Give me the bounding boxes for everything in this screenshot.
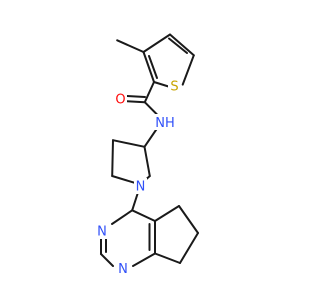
bond-pyr-c4-c5	[111, 139, 114, 177]
pyrimidine-n1-label: N	[118, 262, 128, 277]
bond-pm-c2-n1	[100, 253, 114, 267]
bond-pyr-c3-c4	[112, 139, 146, 148]
label-bg-s	[168, 78, 181, 93]
bond-c5-c4	[169, 33, 195, 57]
label-bg-n-pyrrolidine	[134, 178, 147, 194]
bond-c2-s	[153, 81, 170, 88]
pyrrolidine-n-label: N	[136, 180, 146, 195]
amide-nh-label: NH	[155, 116, 175, 131]
oxygen-atom-label: O	[115, 93, 125, 108]
sulfur-atom-label: S	[170, 80, 178, 95]
label-bg-n-pyrimidine-bottom	[116, 260, 130, 276]
bond-c2-amide-c	[143, 81, 155, 104]
bond-pm-c4a-c4	[131, 209, 156, 222]
label-bg-n-pyrimidine-left	[95, 223, 109, 239]
bond-cp-c5-c6	[178, 205, 199, 234]
label-bg-o	[113, 91, 127, 106]
bond-s-c5	[181, 54, 195, 86]
bond-pm-c4-n3	[111, 209, 134, 225]
bond-amide-c-o	[125, 100, 146, 104]
bond-cp-c4a-c5	[154, 205, 180, 222]
bond-cp-c7-c7a	[154, 252, 181, 264]
bond-c5-c4-inner	[168, 37, 188, 54]
bond-n-pyrimidine-c4	[131, 192, 139, 212]
molecule-structure: S O NH N N N	[95, 33, 199, 277]
pyrimidine-n3-label: N	[97, 225, 107, 240]
bond-c4-c3	[142, 33, 171, 53]
bond-n-c3-pyrrolidine	[143, 127, 158, 148]
bond-c3-c2-inner	[148, 55, 158, 79]
bond-pm-n1-c7a	[132, 252, 156, 267]
bond-c3-methyl	[116, 39, 145, 53]
bond-cp-c6-c7	[179, 232, 199, 264]
bond-c3-c2	[142, 51, 155, 83]
label-bg-nh	[151, 114, 176, 130]
bond-pyr-c2-c3	[143, 145, 151, 177]
bond-amide-c-o-double	[126, 95, 146, 98]
molecule-canvas: S O NH N N N	[95, 33, 199, 277]
